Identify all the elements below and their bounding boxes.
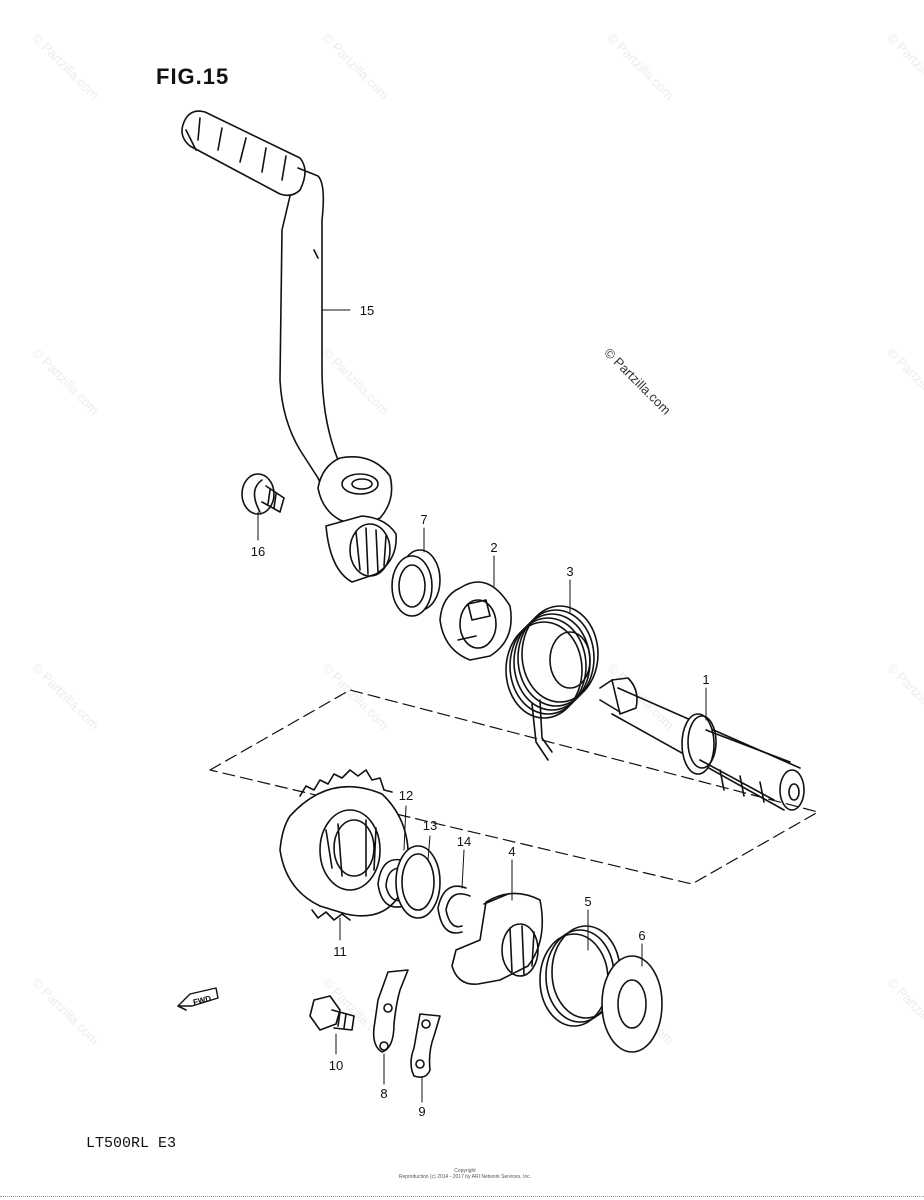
callout-3[interactable]: 3 bbox=[566, 564, 573, 579]
bolt-part-16[interactable] bbox=[241, 473, 285, 515]
kick-drive-part-4[interactable] bbox=[451, 892, 544, 985]
callout-11[interactable]: 11 bbox=[333, 944, 347, 959]
callout-7[interactable]: 7 bbox=[420, 512, 427, 527]
model-code: LT500RL E3 bbox=[86, 1135, 177, 1152]
guide-part-2[interactable] bbox=[439, 581, 512, 661]
callout-4[interactable]: 4 bbox=[508, 844, 515, 859]
copyright-line-1: Copyright bbox=[454, 1168, 476, 1174]
callout-6[interactable]: 6 bbox=[638, 928, 645, 943]
callout-8[interactable]: 8 bbox=[380, 1086, 387, 1101]
bolt-part-10[interactable] bbox=[309, 995, 355, 1031]
copyright-notice: Copyright Reproduction (c) 2014 - 2017 b… bbox=[380, 1168, 550, 1180]
copyright-line-2: Reproduction (c) 2014 - 2017 by ARI Netw… bbox=[398, 1174, 532, 1180]
callout-10[interactable]: 10 bbox=[329, 1058, 343, 1073]
kick-shaft-part-1[interactable] bbox=[599, 677, 805, 811]
callout-16[interactable]: 16 bbox=[251, 544, 265, 559]
spring-part-3[interactable] bbox=[505, 605, 599, 761]
oil-seal-part-7[interactable] bbox=[391, 549, 441, 617]
callout-2[interactable]: 2 bbox=[490, 540, 497, 555]
callout-15[interactable]: 15 bbox=[360, 303, 374, 318]
washer-part-6[interactable] bbox=[601, 955, 663, 1053]
callout-5[interactable]: 5 bbox=[584, 894, 591, 909]
circlip-part-14[interactable] bbox=[437, 885, 471, 934]
plate-part-9[interactable] bbox=[410, 1013, 441, 1078]
kick-lever-part-15[interactable] bbox=[181, 110, 397, 583]
washer-part-13[interactable] bbox=[395, 845, 441, 919]
callout-13[interactable]: 13 bbox=[423, 818, 437, 833]
kick-gear-part-11[interactable] bbox=[279, 769, 410, 921]
callout-12[interactable]: 12 bbox=[399, 788, 413, 803]
page-bottom-border bbox=[0, 1196, 924, 1197]
callout-14[interactable]: 14 bbox=[457, 834, 471, 849]
fwd-arrow-icon bbox=[177, 987, 219, 1011]
figure-title: FIG.15 bbox=[156, 64, 230, 89]
callout-9[interactable]: 9 bbox=[418, 1104, 425, 1119]
fwd-label: FWD bbox=[192, 994, 212, 1007]
callout-1[interactable]: 1 bbox=[702, 672, 709, 687]
plate-part-8[interactable] bbox=[372, 969, 409, 1053]
